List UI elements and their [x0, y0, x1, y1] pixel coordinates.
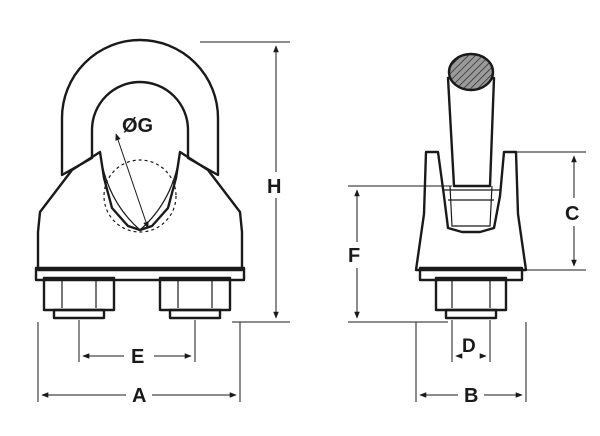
label-c: C: [565, 203, 579, 225]
label-f: F: [348, 245, 360, 267]
rope-outline-dashed: [103, 159, 177, 233]
u-bolt-rod-side: [446, 76, 496, 188]
rod-section-hatched: [447, 52, 495, 92]
right-nut: [158, 276, 232, 320]
saddle-side: [414, 150, 528, 272]
left-nut: [42, 276, 116, 320]
front-view: ØG H E A: [34, 38, 290, 407]
nut-side: [434, 276, 508, 320]
u-bolt-front: [60, 38, 220, 177]
base-plate-side: [418, 266, 524, 282]
label-b: B: [464, 385, 478, 407]
label-a: A: [132, 385, 146, 407]
side-view: C F D B: [348, 52, 586, 407]
label-g: ØG: [122, 115, 153, 137]
label-d: D: [462, 336, 476, 357]
saddle-front: [36, 150, 244, 272]
label-e: E: [131, 346, 144, 368]
base-plate-front: [34, 266, 246, 282]
label-h: H: [267, 176, 281, 198]
